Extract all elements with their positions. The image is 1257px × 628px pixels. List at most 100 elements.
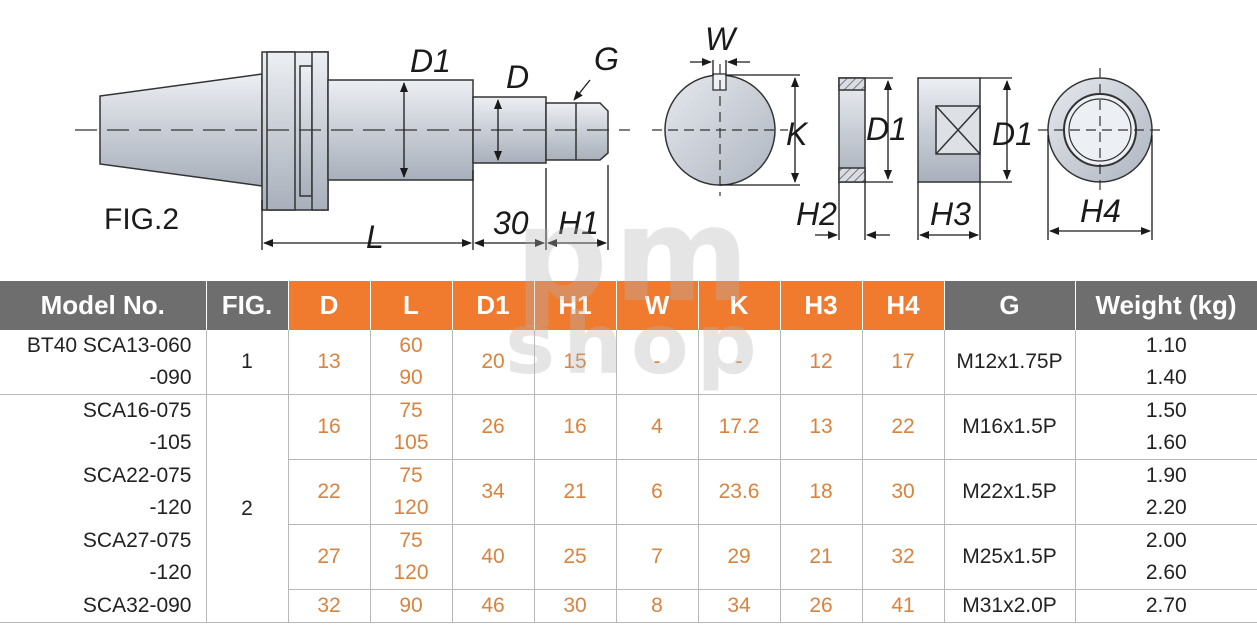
g-cell: M12x1.75P [944, 330, 1076, 395]
model-cell: -120 [0, 557, 207, 590]
h1-cell: 21 [534, 459, 617, 525]
dim-label-d1: D1 [410, 43, 451, 79]
header-fig: FIG. [206, 281, 289, 330]
dim-label-h4: H4 [1080, 193, 1121, 229]
dim-label-d1-section: D1 [866, 111, 907, 147]
dimension-lines [261, 79, 609, 250]
table-row: -120 120 2.20 [0, 492, 1257, 525]
model-cell: SCA16-075 [0, 394, 207, 427]
w-cell: 7 [616, 524, 699, 590]
dim-label-g: G [594, 41, 619, 77]
l-cell: 75 [370, 394, 453, 427]
d1-cell: 46 [452, 589, 535, 623]
tool-holder-side-view [99, 51, 609, 211]
weight-cell: 1.90 [1145, 464, 1187, 487]
h1-cell: 15 [534, 330, 617, 395]
w-cell: 6 [616, 459, 699, 525]
table-row: SCA22-075 22 75 34 21 6 23.6 18 30 M22x1… [0, 459, 1257, 525]
dim-label-h3: H3 [930, 196, 971, 232]
header-d: D [288, 281, 371, 330]
table-row: BT40 SCA13-060 1 13 60 20 15 - - 12 17 M… [0, 330, 1257, 395]
weight-cell: 2.00 [1145, 529, 1187, 552]
header-l: L [370, 281, 453, 330]
table-row: -090 90 1.40 [0, 362, 1257, 395]
w-cell: - [616, 330, 699, 395]
model-cell: -105 [0, 427, 207, 460]
k-cell: - [698, 330, 781, 395]
d-cell: 32 [288, 589, 371, 623]
l-cell: 120 [370, 492, 453, 525]
h4-cell: 22 [862, 394, 945, 460]
model-cell: -090 [0, 362, 207, 395]
l-cell: 60 [370, 330, 453, 362]
dim-label-k: K [786, 116, 809, 152]
model-cell: SCA32-090 [0, 589, 207, 623]
h4-cell: 32 [862, 524, 945, 590]
weight-cell: 2.60 [1075, 557, 1257, 590]
spec-table: Model No. FIG. D L D1 H1 W K H3 H4 G Wei… [0, 281, 1257, 623]
dim-label-30: 30 [493, 205, 529, 241]
weight-cell: 2.70 [1075, 589, 1257, 623]
table-row: SCA16-075 2 16 75 26 16 4 17.2 13 22 M16… [0, 394, 1257, 623]
end-view-keyway [652, 58, 800, 196]
h3-cell: 13 [780, 394, 863, 460]
header-g: G [944, 281, 1076, 330]
header-h3: H3 [780, 281, 863, 330]
l-cell: 120 [370, 557, 453, 590]
l-cell: 90 [370, 589, 453, 623]
dim-label-h2: H2 [796, 196, 837, 232]
dim-label-d1-square: D1 [992, 116, 1033, 152]
header-weight: Weight (kg) [1075, 281, 1257, 330]
header-d1: D1 [452, 281, 535, 330]
k-cell: 34 [698, 589, 781, 623]
d-cell: 27 [288, 524, 371, 590]
dim-label-d: D [506, 59, 529, 95]
ring-view-h4 [1038, 68, 1162, 240]
d-cell: 22 [288, 459, 371, 525]
l-cell: 105 [370, 427, 453, 460]
w-cell: 4 [616, 394, 699, 460]
fig-cell: 2 [206, 394, 289, 623]
g-cell: M31x2.0P [944, 589, 1076, 623]
d1-cell: 40 [452, 524, 535, 590]
k-cell: 23.6 [698, 459, 781, 525]
model-cell: SCA27-075 [0, 524, 207, 557]
h4-cell: 41 [862, 589, 945, 623]
header-w: W [616, 281, 699, 330]
table-row: SCA27-075 27 75 40 25 7 29 21 32 M25x1.5… [0, 524, 1257, 590]
d1-cell: 26 [452, 394, 535, 460]
h1-cell: 30 [534, 589, 617, 623]
technical-drawing: FIG.2 D1 D G L 30 H1 W K H2 D1 H3 D1 H4 [75, 21, 1162, 255]
g-cell: M25x1.5P [944, 524, 1076, 590]
table-row: SCA32-090 32 90 46 30 8 34 26 41 M31x2.0… [0, 589, 1257, 623]
h3-cell: 26 [780, 589, 863, 623]
k-cell: 17.2 [698, 394, 781, 460]
weight-cell: 2.20 [1075, 492, 1257, 525]
h4-cell: 30 [862, 459, 945, 525]
header-k: K [698, 281, 781, 330]
d-cell: 16 [288, 394, 371, 460]
dim-label-l: L [366, 219, 384, 255]
w-cell: 8 [616, 589, 699, 623]
fig-cell: 1 [206, 330, 289, 395]
dim-label-w: W [705, 21, 738, 57]
g-cell: M16x1.5P [944, 394, 1076, 460]
d1-cell: 20 [452, 330, 535, 395]
g-cell: M22x1.5P [944, 459, 1076, 525]
header-h1: H1 [534, 281, 617, 330]
weight-cell: 1.60 [1075, 427, 1257, 460]
h3-cell: 21 [780, 524, 863, 590]
k-cell: 29 [698, 524, 781, 590]
header-h4: H4 [862, 281, 945, 330]
weight-cell: 1.50 [1145, 399, 1187, 422]
l-cell: 75 [370, 524, 453, 557]
h1-cell: 16 [534, 394, 617, 460]
dim-label-h1: H1 [558, 205, 599, 241]
h1-cell: 25 [534, 524, 617, 590]
figure-label: FIG.2 [104, 203, 179, 236]
h3-cell: 12 [780, 330, 863, 395]
weight-cell: 1.10 [1145, 334, 1187, 357]
section-view-h2 [815, 77, 893, 240]
h3-cell: 18 [780, 459, 863, 525]
section-view-h3 [917, 77, 1012, 240]
